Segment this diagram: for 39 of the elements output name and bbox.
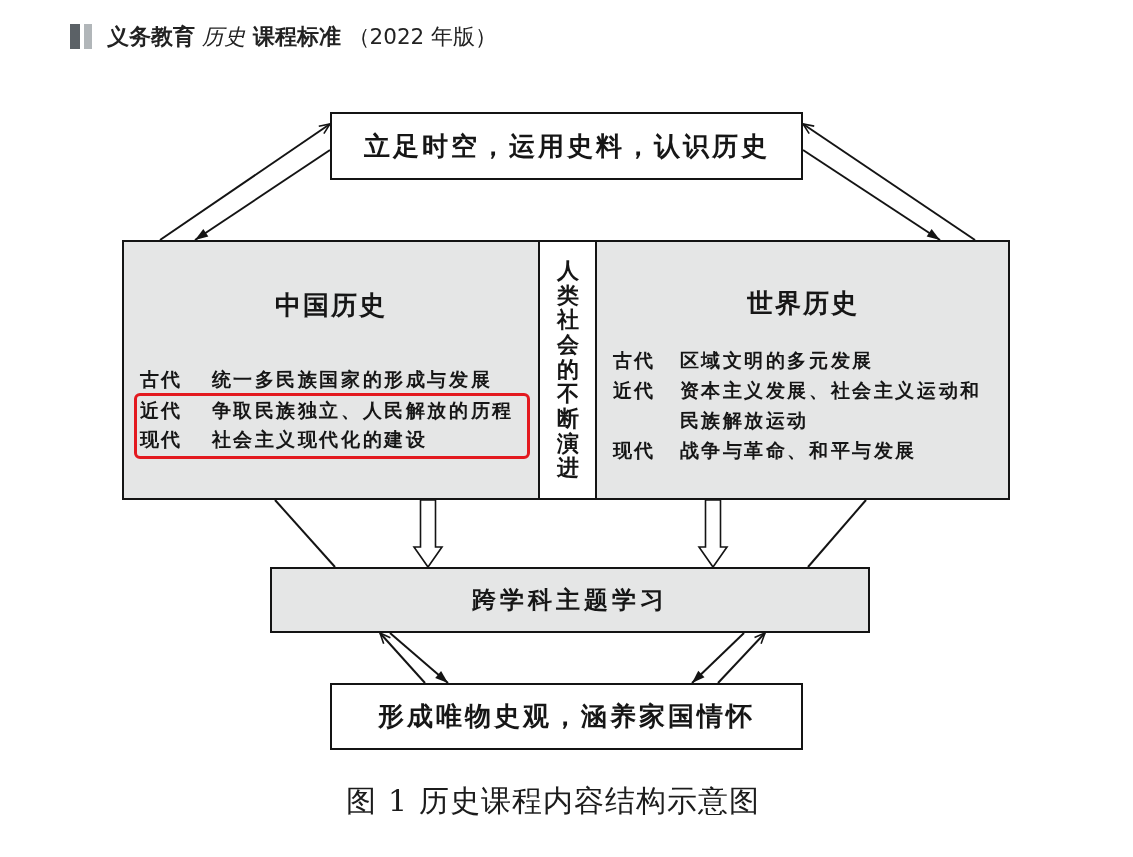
arrow <box>379 632 426 684</box>
period-label: 现代 <box>612 437 656 463</box>
box-text: 形成唯物史观，涵养家国情怀 <box>378 700 755 733</box>
arrow <box>194 149 331 241</box>
period-description: 区域文明的多元发展 <box>679 347 874 373</box>
connector-line <box>274 499 336 568</box>
vertical-text: 人类社会的不断演进 <box>556 259 579 481</box>
learning-box <box>270 567 870 633</box>
highlight-frame <box>133 392 530 459</box>
period-description: 资本主义发展、社会主义运动和民族解放运动 <box>679 377 983 433</box>
period-description: 统一多民族国家的形成与发展 <box>211 367 493 392</box>
section-heading: 中国历史 <box>275 288 387 322</box>
connector-line <box>807 499 867 568</box>
arrow <box>717 632 766 684</box>
figure-caption: 图 1 历史课程内容结构示意图 <box>346 783 760 818</box>
period-label: 古代 <box>612 347 656 373</box>
goal-box <box>330 112 803 180</box>
box-text: 跨学科主题学习 <box>472 585 668 616</box>
arrow <box>159 123 331 241</box>
content-panel <box>595 240 1010 500</box>
arrow <box>802 123 976 241</box>
period-label: 近代 <box>139 397 183 423</box>
period-label: 近代 <box>612 377 656 403</box>
goal-box <box>330 683 803 750</box>
period-description: 争取民族独立、人民解放的历程 <box>211 397 514 423</box>
arrow <box>389 632 449 684</box>
period-description: 社会主义现代化的建设 <box>211 426 428 452</box>
content-panel <box>122 240 540 500</box>
block-arrow <box>697 499 729 569</box>
arrow <box>691 632 745 684</box>
running-header: 义务教育 历史 课程标准 （2022 年版） <box>107 24 498 50</box>
theme-column <box>538 240 598 500</box>
period-description: 战争与革命、和平与发展 <box>679 437 918 463</box>
arrow <box>802 149 941 241</box>
section-heading: 世界历史 <box>746 286 859 320</box>
period-label: 现代 <box>139 426 183 452</box>
period-label: 古代 <box>139 367 183 392</box>
box-text: 立足时空，运用史料，认识历史 <box>363 129 770 163</box>
block-arrow <box>412 499 444 569</box>
